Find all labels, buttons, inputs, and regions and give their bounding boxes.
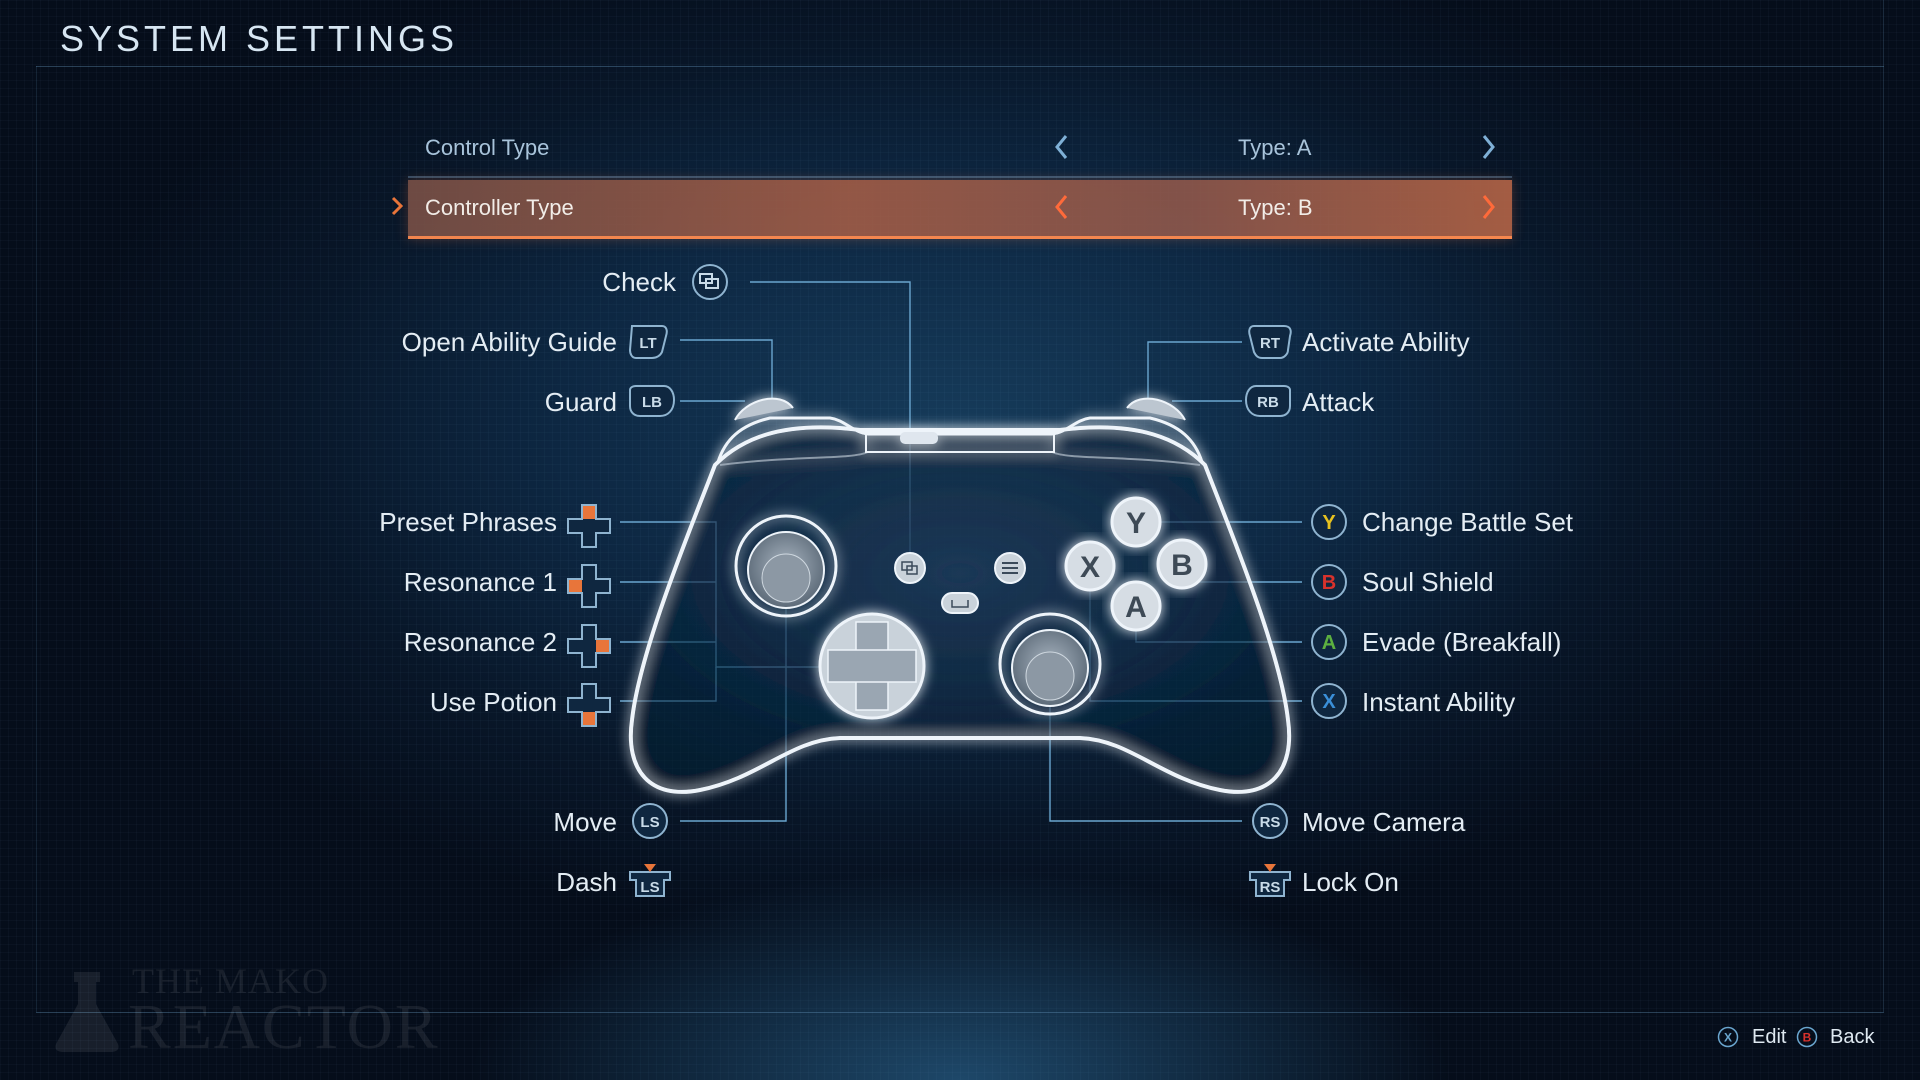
chevron-left-icon[interactable] [1050, 132, 1074, 162]
back-prompt[interactable]: Back [1830, 1026, 1875, 1048]
setting-label: Control Type [425, 135, 550, 160]
mapping-change-battle-set[interactable]: Change Battle Set [1362, 507, 1574, 537]
lt-label: LT [639, 335, 656, 352]
y-label: Y [1322, 512, 1336, 534]
dpad [818, 612, 926, 720]
mapping-use-potion[interactable]: Use Potion [429, 687, 557, 717]
ls-click-label: LS [640, 879, 659, 896]
setting-value: Type: B [1238, 195, 1313, 220]
face-x-label: X [1080, 551, 1100, 584]
edit-glyph: X [1724, 1031, 1732, 1045]
a-button-icon: A [1311, 624, 1347, 660]
a-label: A [1322, 632, 1336, 654]
mapping-resonance-2[interactable]: Resonance 2 [403, 627, 557, 657]
view-button-icon [692, 264, 728, 300]
setting-label: Controller Type [425, 195, 574, 220]
mapping-preset-phrases[interactable]: Preset Phrases [379, 507, 557, 537]
dpad-down-icon [567, 683, 611, 727]
watermark-line2: REACTOR [128, 991, 440, 1062]
ls-label: LS [640, 814, 659, 831]
mapping-lock-on[interactable]: Lock On [1302, 867, 1399, 897]
frame-line-left [36, 66, 37, 1012]
dpad-up-icon [567, 504, 611, 548]
mapping-open-ability-guide[interactable]: Open Ability Guide [401, 327, 617, 357]
center-buttons [894, 552, 1026, 614]
dpad-right-icon [567, 624, 611, 668]
x-button-prompt-icon[interactable]: X [1717, 1026, 1739, 1048]
chevron-left-icon[interactable] [1050, 192, 1074, 222]
face-buttons: Y B X A [1064, 496, 1208, 632]
face-a-label: A [1125, 591, 1147, 624]
frame-line-right [1883, 0, 1884, 1012]
mapping-check[interactable]: Check [602, 267, 676, 297]
chevron-right-icon[interactable] [1476, 192, 1500, 222]
edit-prompt[interactable]: Edit [1752, 1026, 1787, 1048]
line-rt [1147, 341, 1242, 405]
right-stick [998, 612, 1102, 716]
selection-cursor-icon [391, 196, 404, 216]
mapping-activate-ability[interactable]: Activate Ability [1302, 327, 1470, 357]
lb-label: LB [642, 394, 662, 411]
flask-logo-icon [55, 972, 119, 1052]
left-stick-click-icon: LS [629, 864, 671, 897]
lb-bumper-icon: LB [629, 385, 676, 417]
face-b-label: B [1171, 549, 1193, 582]
b-button-icon: B [1311, 564, 1347, 600]
rt-trigger-icon: RT [1248, 325, 1292, 359]
left-stick [734, 514, 838, 618]
watermark-line1: THE MAKO [132, 961, 329, 1001]
page-title: SYSTEM SETTINGS [60, 18, 459, 59]
rs-label: RS [1260, 814, 1281, 831]
setting-row-control-type[interactable]: Control Type Type: A [408, 120, 1512, 178]
dpad-left-icon [567, 564, 611, 608]
left-stick-icon: LS [632, 803, 668, 839]
mapping-instant-ability[interactable]: Instant Ability [1362, 687, 1516, 717]
lt-trigger-icon: LT [628, 325, 668, 359]
mapping-resonance-1[interactable]: Resonance 1 [403, 567, 557, 597]
mapping-move[interactable]: Move [553, 807, 617, 837]
x-label: X [1322, 691, 1336, 713]
rb-bumper-icon: RB [1244, 385, 1291, 417]
frame-line-top [36, 66, 1884, 67]
mapping-soul-shield[interactable]: Soul Shield [1362, 567, 1494, 597]
face-y-label: Y [1126, 507, 1146, 540]
mapping-attack[interactable]: Attack [1302, 387, 1375, 417]
y-button-icon: Y [1311, 504, 1347, 540]
mapping-evade-breakfall[interactable]: Evade (Breakfall) [1362, 627, 1562, 657]
mapping-dash[interactable]: Dash [556, 867, 617, 897]
setting-row-controller-type[interactable]: Controller Type Type: B [408, 180, 1512, 239]
mapping-guard[interactable]: Guard [544, 387, 617, 417]
mapping-move-camera[interactable]: Move Camera [1302, 807, 1466, 837]
right-stick-click-icon: RS [1249, 864, 1291, 897]
setting-value: Type: A [1238, 135, 1312, 160]
rb-label: RB [1257, 394, 1279, 411]
rt-label: RT [1260, 335, 1280, 352]
chevron-right-icon[interactable] [1476, 132, 1500, 162]
b-label: B [1322, 572, 1336, 594]
frame-line-bottom [36, 1012, 1884, 1013]
rs-click-label: RS [1260, 879, 1281, 896]
line-lt [680, 339, 773, 405]
right-stick-icon: RS [1252, 803, 1288, 839]
x-button-icon: X [1311, 683, 1347, 719]
b-button-prompt-icon[interactable]: B [1796, 1026, 1818, 1048]
back-glyph: B [1803, 1031, 1812, 1045]
